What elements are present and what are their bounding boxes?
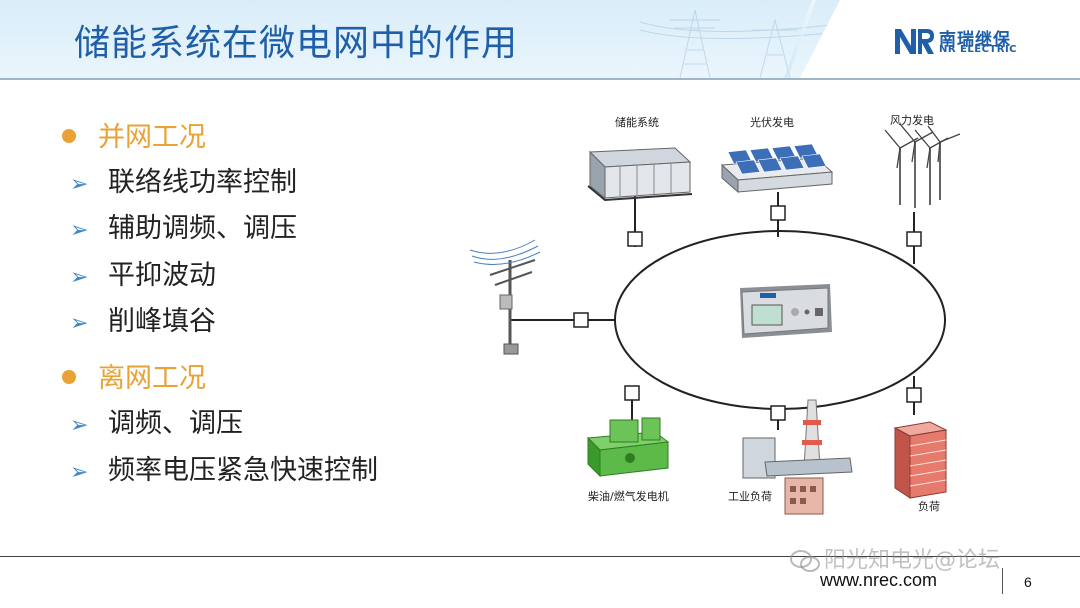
chat-bubble-icon — [790, 550, 820, 572]
page-number: 6 — [1024, 574, 1032, 590]
diesel-generator-icon — [586, 417, 670, 478]
list-item: ➢ 联络线功率控制 — [70, 160, 297, 199]
watermark: 阳光知电光@论坛 — [790, 542, 1000, 574]
list-item: ➢ 平抑波动 — [70, 253, 216, 292]
list-item-text: 平抑波动 — [108, 260, 216, 291]
arrow-bullet-icon: ➢ — [70, 460, 89, 485]
breaker-switch-icon — [770, 405, 786, 421]
list-item: ➢ 调频、调压 — [70, 401, 243, 440]
energy-storage-container-icon — [587, 147, 693, 202]
label-storage: 储能系统 — [615, 116, 659, 129]
load-buildings-icon — [893, 421, 948, 499]
breaker-switch-icon — [770, 205, 786, 221]
breaker-switch-icon — [906, 231, 922, 247]
header-logo-panel — [800, 0, 1080, 78]
breaker-switch-icon — [906, 387, 922, 403]
arrow-bullet-icon: ➢ — [70, 413, 89, 438]
wind-turbines-icon — [884, 123, 961, 208]
section-heading-text: 离网工况 — [98, 363, 206, 394]
industrial-plant-icon — [742, 399, 853, 515]
label-industrial: 工业负荷 — [728, 490, 772, 503]
footer-separator — [1002, 568, 1003, 594]
header-divider — [0, 78, 1080, 80]
label-diesel: 柴油/燃气发电机 — [588, 490, 669, 503]
breaker-switch-icon — [624, 385, 640, 401]
page-title: 储能系统在微电网中的作用 — [74, 23, 519, 64]
section-heading-grid-connected: 并网工况 — [62, 115, 206, 154]
company-logo: 南瑞继保 NR ELECTRIC — [893, 26, 1053, 56]
header-bar: 储能系统在微电网中的作用 南瑞继保 NR ELECTRIC — [0, 0, 1080, 78]
website-link[interactable]: www.nrec.com — [820, 570, 938, 590]
section-heading-text: 并网工况 — [98, 122, 206, 153]
list-item-text: 调频、调压 — [108, 408, 243, 439]
logo-english-name: NR ELECTRIC — [939, 44, 1018, 55]
controller-device-icon — [740, 284, 832, 338]
nr-logo-icon — [895, 29, 934, 54]
breaker-switch-icon — [573, 312, 589, 328]
footer-divider — [0, 556, 1080, 557]
label-pv: 光伏发电 — [750, 116, 794, 129]
label-load: 负荷 — [918, 500, 940, 513]
arrow-bullet-icon: ➢ — [70, 218, 89, 243]
logo-chinese-name: 南瑞继保 — [939, 30, 1011, 50]
solar-pv-array-icon — [720, 143, 834, 194]
bullet-dot-icon — [62, 128, 76, 143]
list-item: ➢ 频率电压紧急快速控制 — [70, 448, 378, 487]
utility-pole-icon — [469, 239, 541, 355]
label-wind: 风力发电 — [890, 114, 934, 127]
bullet-dot-icon — [62, 369, 76, 384]
list-item-text: 削峰填谷 — [108, 306, 216, 337]
arrow-bullet-icon: ➢ — [70, 172, 89, 197]
watermark-text: 阳光知电光@论坛 — [824, 548, 1001, 573]
microgrid-diagram-svg — [469, 123, 961, 515]
list-item-text: 联络线功率控制 — [108, 167, 297, 198]
breaker-switch-icon — [627, 231, 643, 247]
list-item-text: 频率电压紧急快速控制 — [108, 455, 378, 486]
list-item-text: 辅助调频、调压 — [108, 213, 297, 244]
list-item: ➢ 削峰填谷 — [70, 299, 216, 338]
list-item: ➢ 辅助调频、调压 — [70, 206, 297, 245]
power-tower-decoration — [640, 9, 840, 78]
arrow-bullet-icon: ➢ — [70, 265, 89, 290]
section-heading-off-grid: 离网工况 — [62, 356, 206, 395]
arrow-bullet-icon: ➢ — [70, 311, 89, 336]
microgrid-diagram: 储能系统 光伏发电 风力发电 柴油/燃气发电机 工业负荷 负荷 — [460, 100, 1080, 530]
